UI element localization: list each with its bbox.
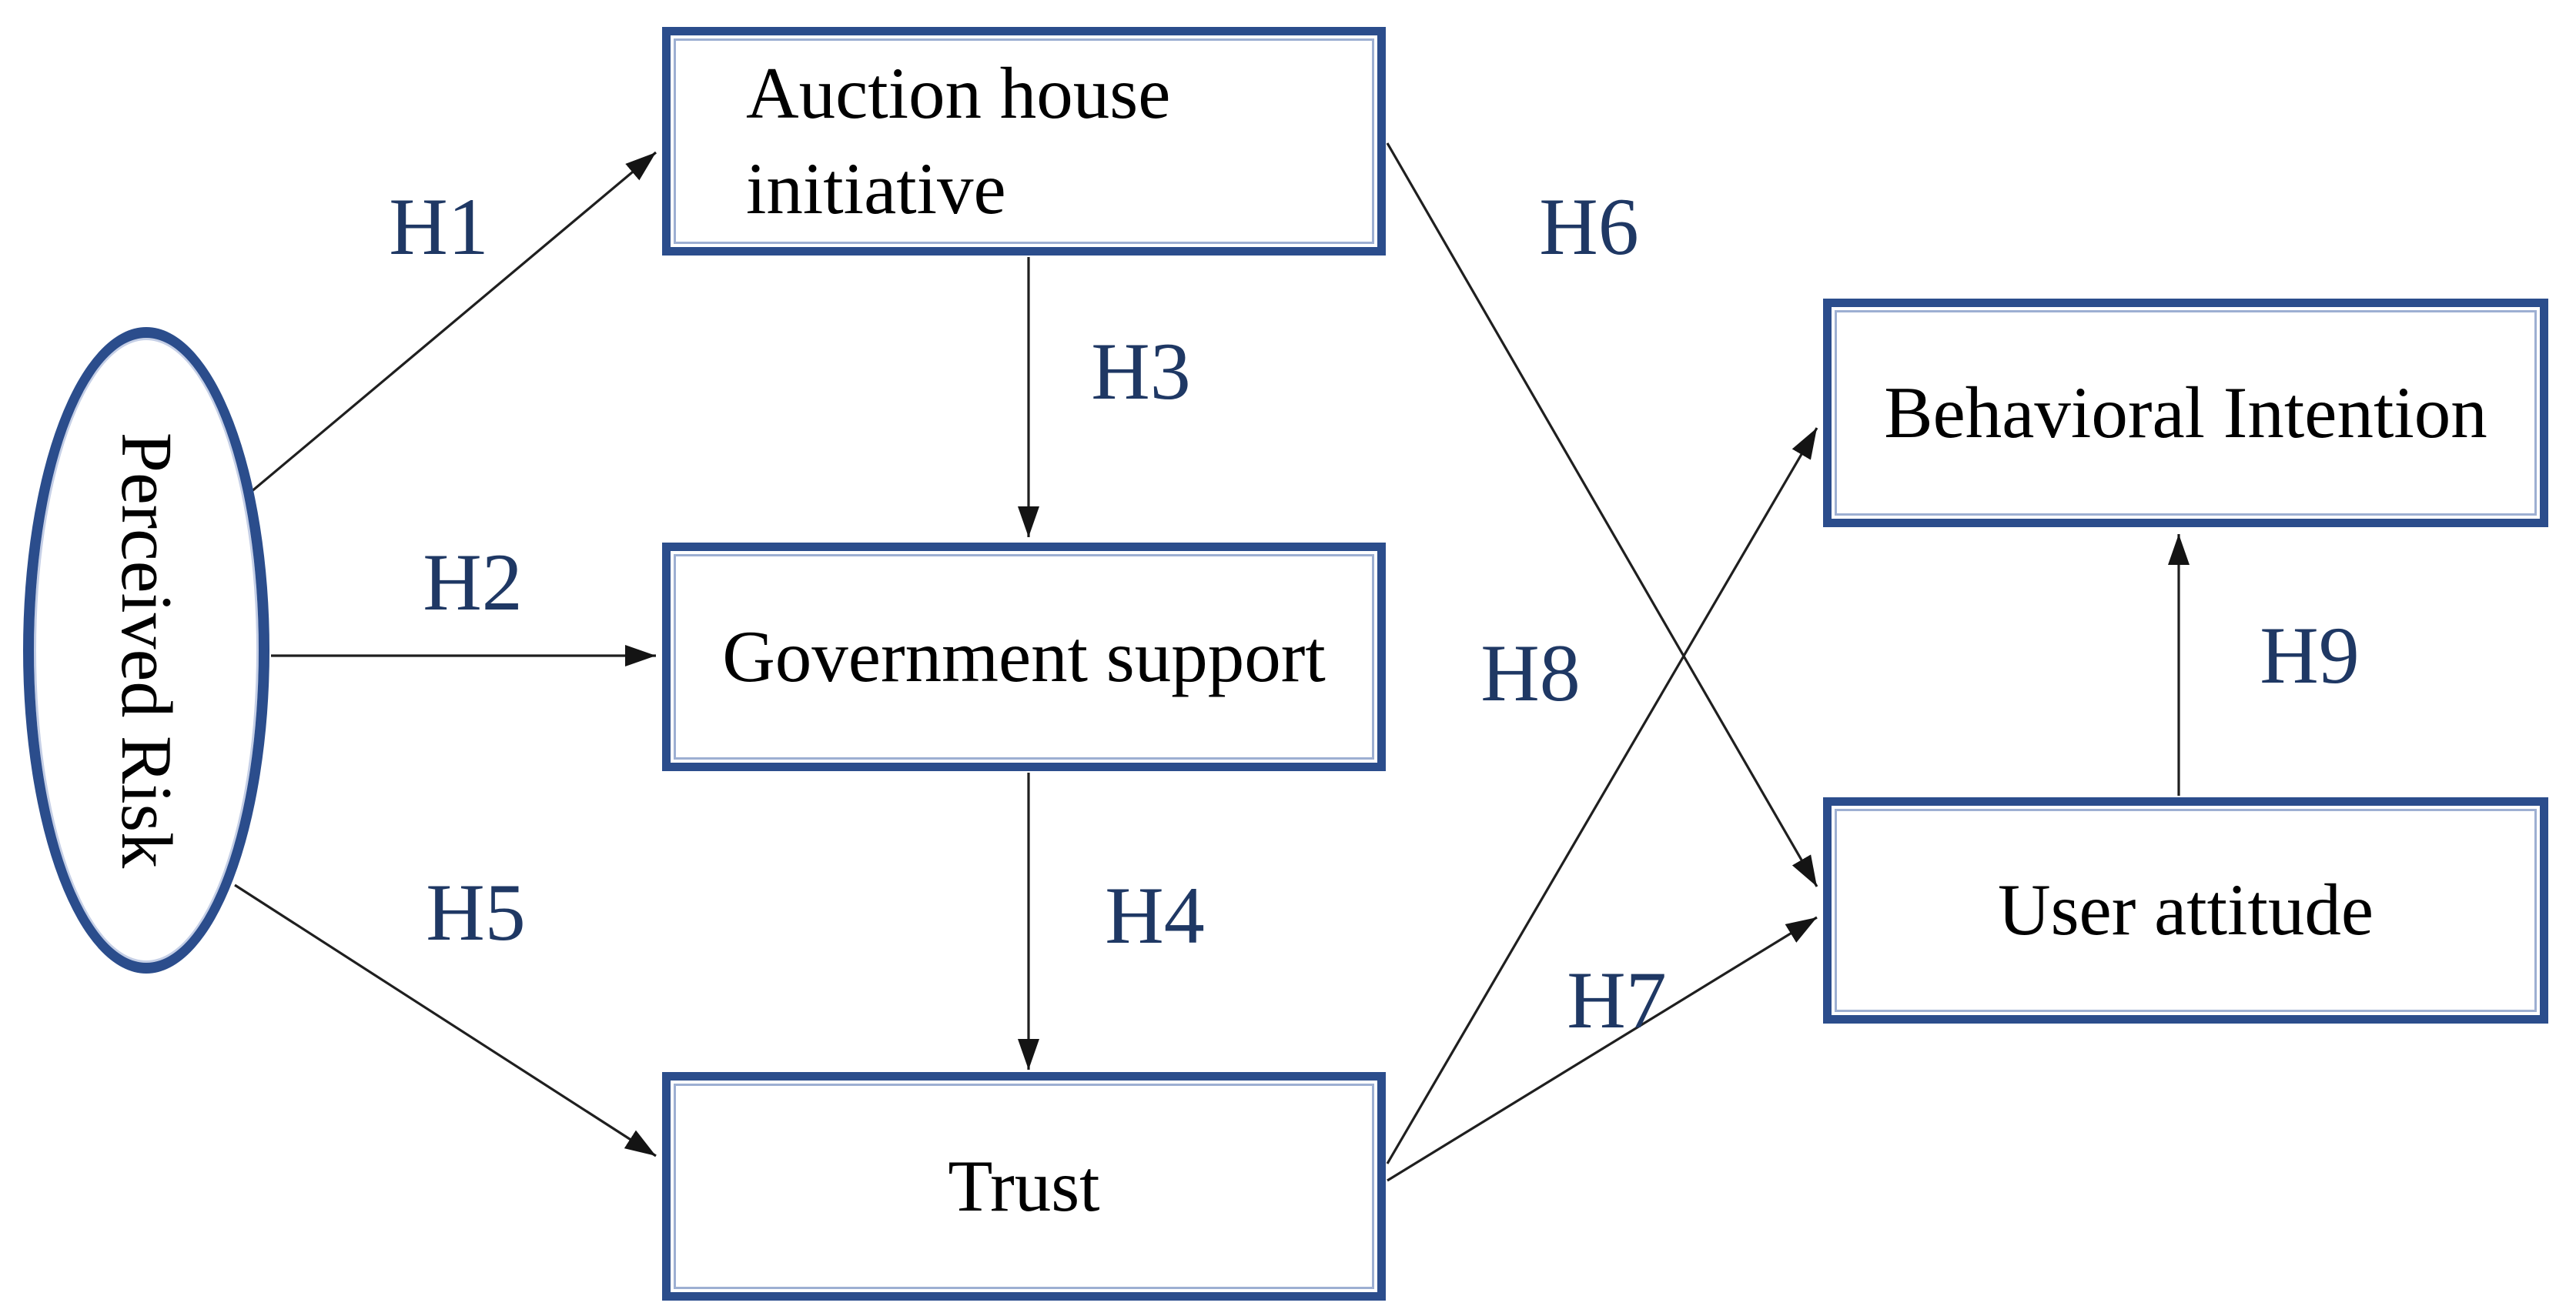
node-perceived-risk-label: Perceived Risk [106,432,186,869]
h1-label: H1 [389,182,489,272]
node-trust: Trust [662,1072,1386,1301]
node-government-support-label: Government support [722,615,1326,697]
node-auction-house-initiative: Auction house initiative [662,27,1386,256]
node-user-attitude: User attitude [1823,797,2548,1024]
h3-label: H3 [1091,326,1191,416]
node-behavioral-intention: Behavioral Intention [1823,299,2548,527]
h8-label: H8 [1480,628,1581,718]
node-auction-house-initiative-label: Auction house initiative [746,52,1171,229]
h6-label: H6 [1539,182,1639,272]
h2-label: H2 [423,537,523,627]
node-user-attitude-label: User attitude [1997,869,2374,951]
node-behavioral-intention-label: Behavioral Intention [1884,371,2487,453]
h8-arrow [1386,427,1818,1164]
node-trust-label: Trust [948,1144,1100,1227]
h9-label: H9 [2260,610,2360,700]
h5-label: H5 [426,867,526,957]
h4-label: H4 [1105,870,1205,960]
node-government-support: Government support [662,543,1386,771]
h7-label: H7 [1567,955,1667,1045]
node-perceived-risk: Perceived Risk [23,327,269,974]
